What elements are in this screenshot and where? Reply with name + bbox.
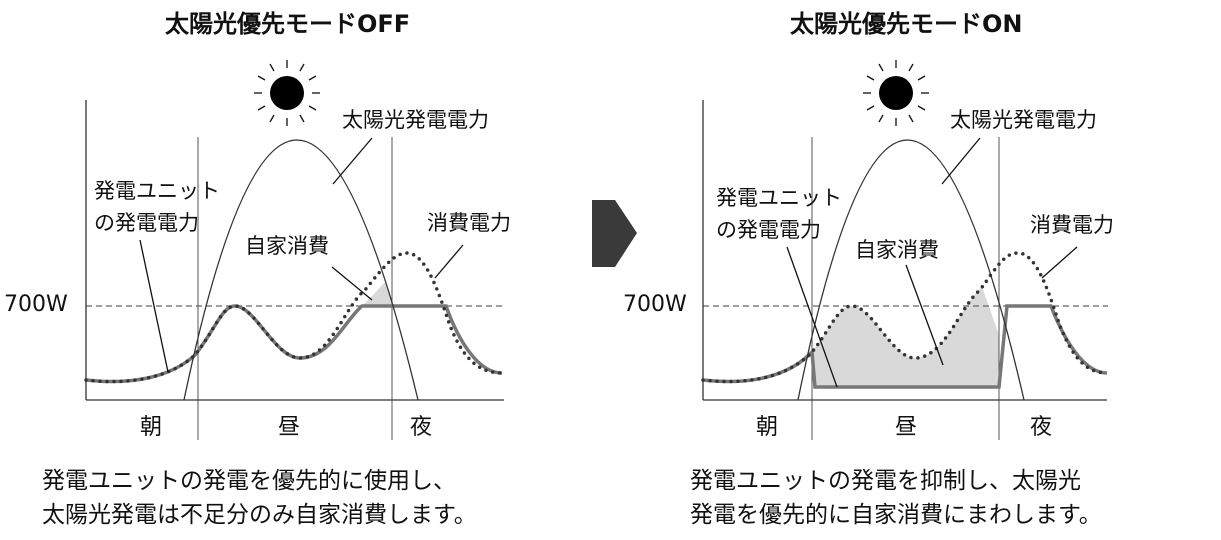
left-caption-line2: 太陽光発電は不足分のみ自家消費します。 bbox=[42, 502, 477, 528]
right-self-consumption-label: 自家消費 bbox=[855, 238, 939, 262]
right-consumption-line bbox=[701, 251, 1109, 384]
right-self-consumption-area bbox=[812, 287, 999, 387]
arrow-right-icon bbox=[592, 200, 637, 267]
left-morning-label: 朝 bbox=[140, 415, 163, 440]
left-700w-label: 700W bbox=[4, 292, 68, 317]
right-unit-power-line bbox=[702, 304, 1108, 389]
left-chart bbox=[84, 60, 505, 440]
left-sun-icon bbox=[254, 60, 320, 126]
left-unit-label-line2: の発電電力 bbox=[94, 211, 199, 235]
right-night-label: 夜 bbox=[1030, 415, 1053, 440]
right-title: 太陽光優先モードON bbox=[790, 10, 1023, 38]
right-solar-label: 太陽光発電電力 bbox=[950, 108, 1097, 132]
right-morning-label: 朝 bbox=[756, 415, 779, 440]
left-consumption-leader bbox=[434, 244, 464, 279]
left-solar-leader bbox=[332, 137, 373, 185]
left-caption-line1: 発電ユニットの発電を優先的に使用し、 bbox=[42, 468, 456, 494]
right-chart bbox=[701, 60, 1109, 440]
right-solar-line bbox=[797, 139, 1025, 401]
left-unit-power-line bbox=[85, 304, 503, 384]
left-solar-line bbox=[183, 139, 419, 401]
right-consumption-label: 消費電力 bbox=[1030, 213, 1114, 237]
right-solar-leader bbox=[941, 137, 981, 185]
right-unit-leader bbox=[786, 246, 838, 388]
right-noon-label: 昼 bbox=[895, 415, 918, 440]
left-noon-label: 昼 bbox=[278, 415, 301, 440]
left-unit-label-line1: 発電ユニット bbox=[94, 179, 220, 203]
right-caption-line1: 発電ユニットの発電を抑制し、太陽光 bbox=[690, 468, 1081, 494]
right-sun-icon bbox=[863, 60, 929, 126]
right-700w-label: 700W bbox=[623, 292, 687, 317]
right-unit-label-line1: 発電ユニット bbox=[716, 186, 842, 210]
left-solar-label: 太陽光発電電力 bbox=[342, 108, 489, 132]
left-unit-leader bbox=[139, 239, 169, 373]
right-consumption-leader bbox=[1041, 246, 1078, 279]
left-night-label: 夜 bbox=[410, 415, 433, 440]
right-caption-line2: 発電を優先的に自家消費にまわします。 bbox=[690, 502, 1102, 528]
left-self-consumption-area bbox=[362, 282, 393, 306]
right-self-leader bbox=[905, 264, 944, 366]
left-self-consumption-label: 自家消費 bbox=[245, 234, 329, 258]
left-consumption-label: 消費電力 bbox=[427, 211, 511, 235]
left-self-leader bbox=[331, 266, 373, 301]
left-title: 太陽光優先モードOFF bbox=[165, 10, 411, 38]
right-unit-label-line2: の発電電力 bbox=[716, 218, 821, 242]
